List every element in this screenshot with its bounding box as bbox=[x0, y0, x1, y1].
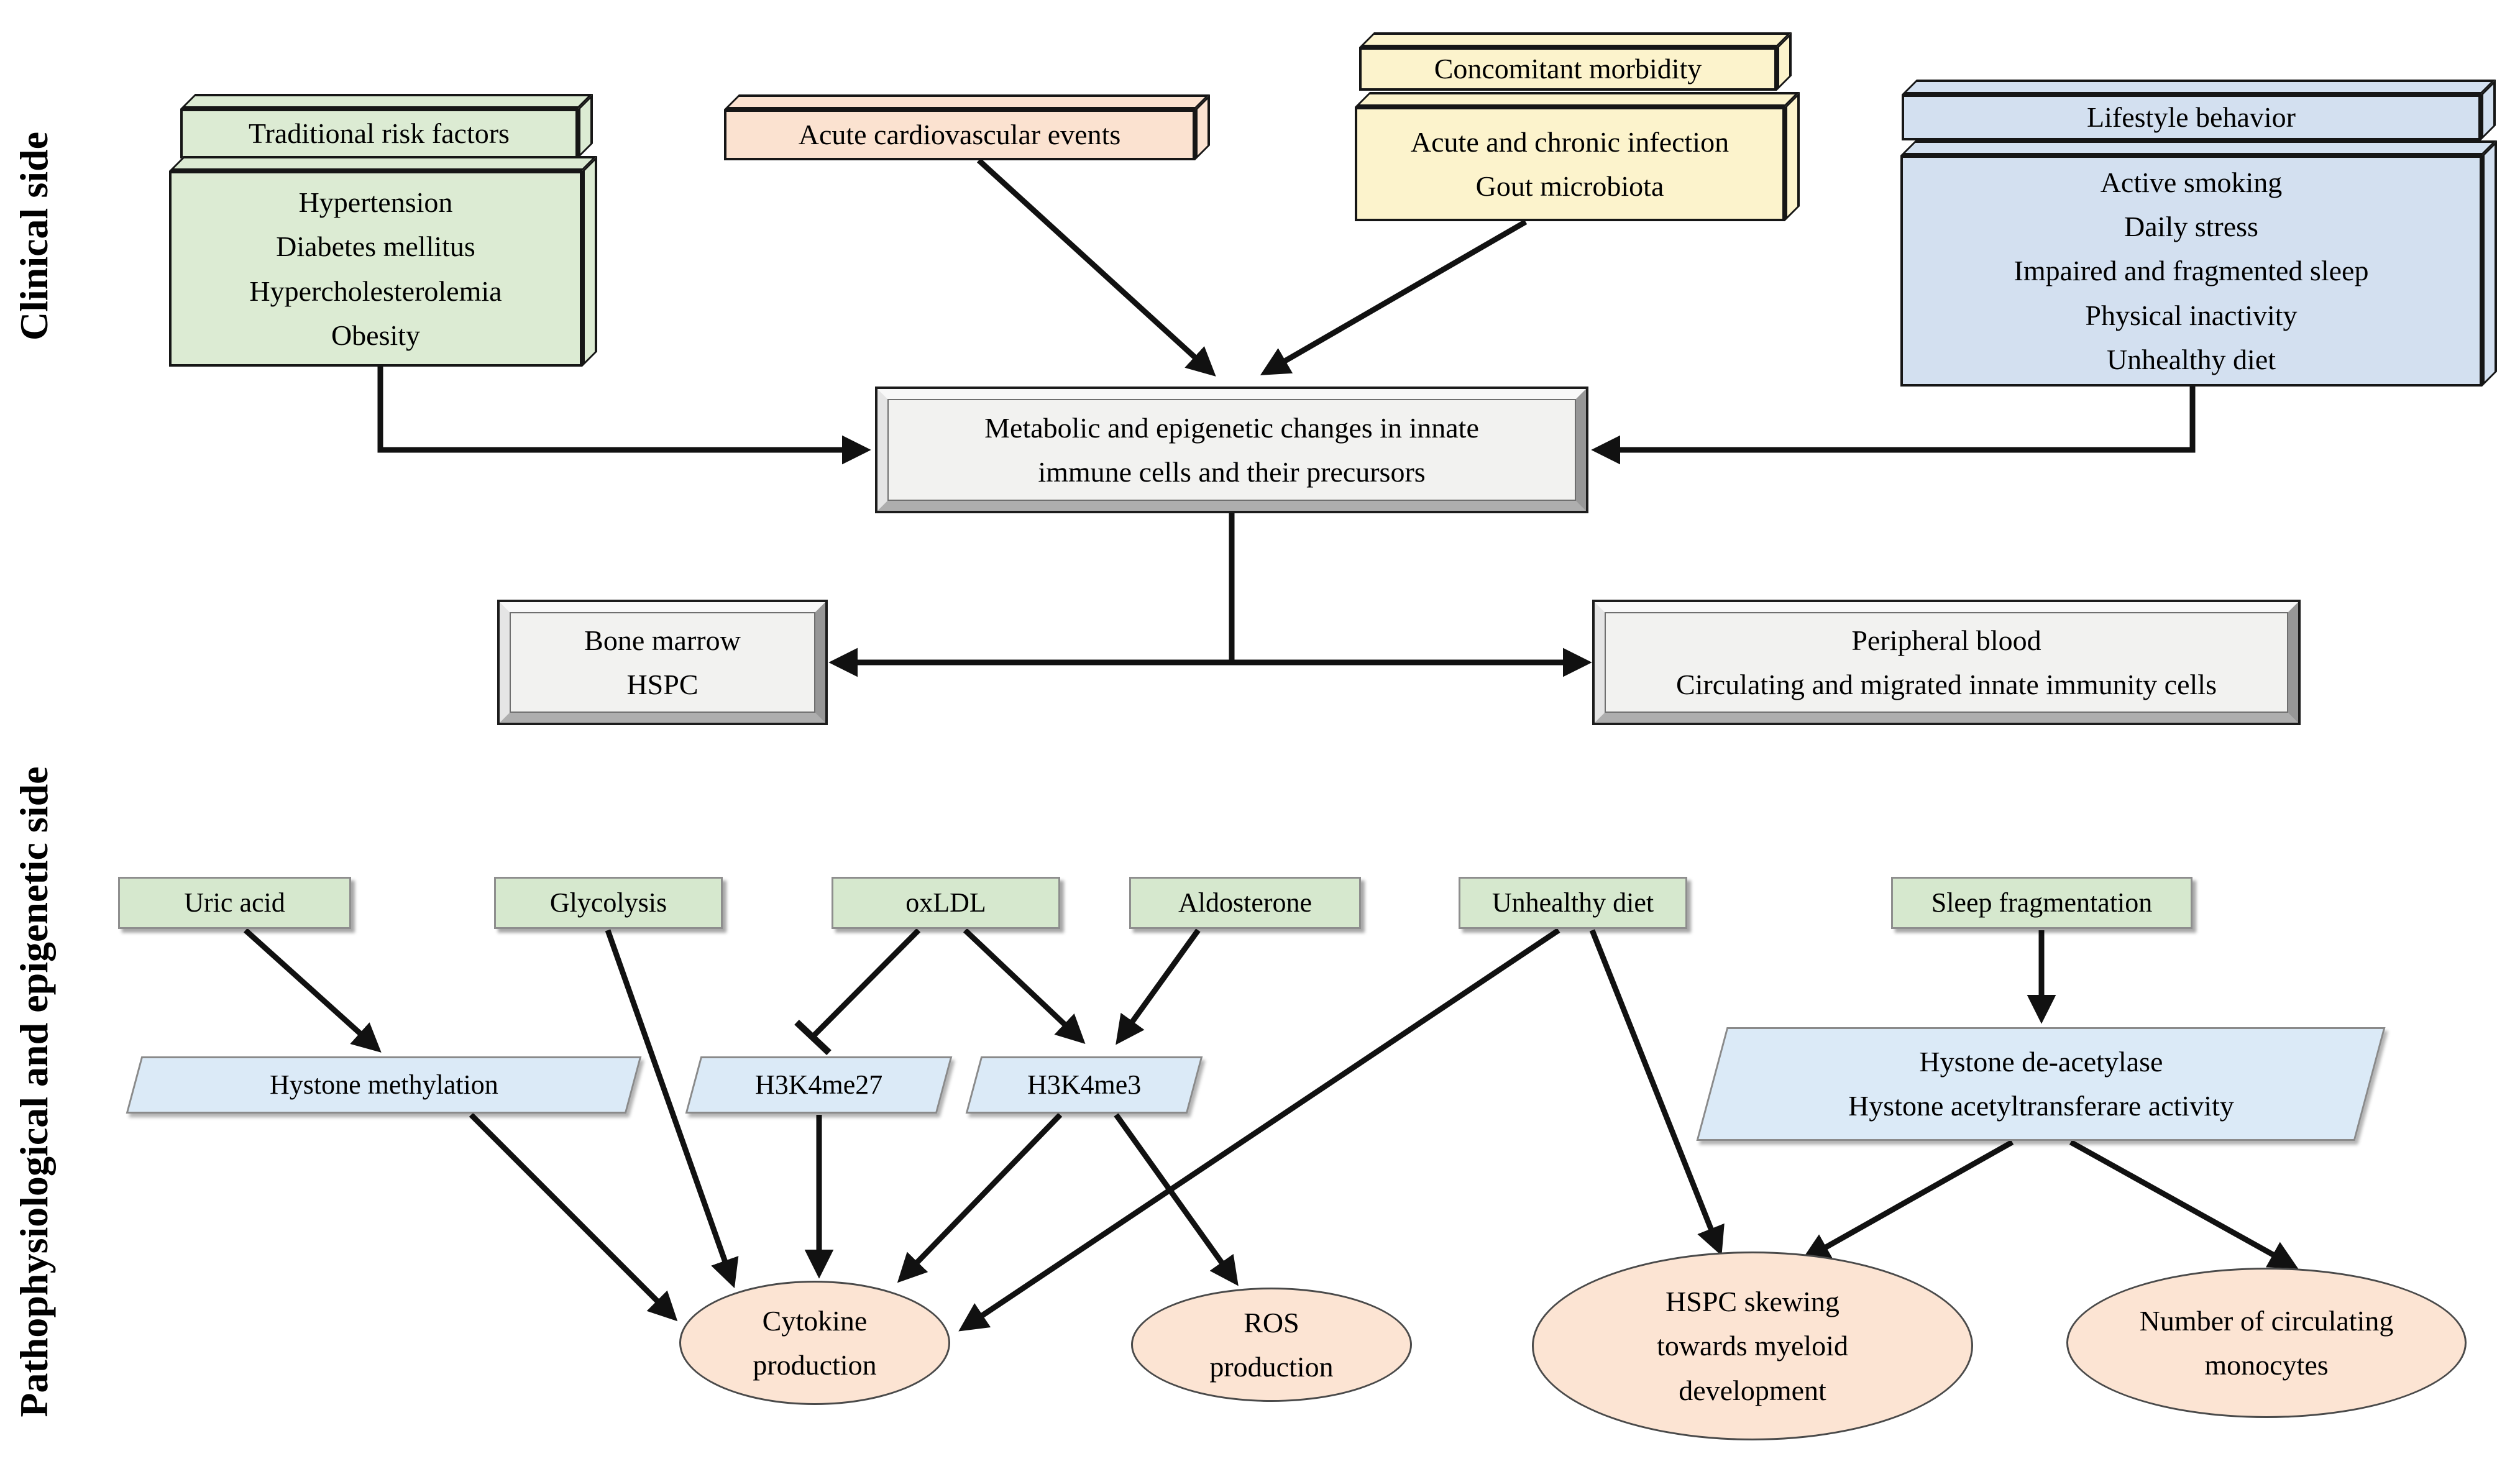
arrow-glycolysis-to-cytokine bbox=[605, 929, 739, 1289]
arrow-h3k4me3-to-ros bbox=[1114, 1113, 1239, 1286]
arrow-unhealthy-diet-to-hspc bbox=[1589, 929, 1725, 1256]
bone-marrow-hspc-label: Bone marrow HSPC bbox=[584, 624, 741, 700]
bevel-frame bbox=[1595, 602, 2298, 723]
sleep-fragmentation-box: Sleep fragmentation bbox=[1891, 877, 2192, 929]
arrow-lifestyle-to-metabolic bbox=[1591, 387, 2196, 465]
traditional-risk-factors-box: Traditional risk factors bbox=[180, 109, 578, 158]
hystone-methylation-box: Hystone methylation bbox=[126, 1056, 642, 1114]
arrow-uric-acid-to-hystone-methylation bbox=[243, 928, 382, 1053]
bevel-frame bbox=[877, 389, 1586, 511]
unhealthy-diet-label: Unhealthy diet bbox=[1491, 887, 1654, 918]
glycolysis-label: Glycolysis bbox=[549, 887, 667, 918]
hspc-skewing-ellipse: HSPC skewing towards myeloid development bbox=[1532, 1252, 1973, 1440]
bevel-frame bbox=[500, 602, 825, 723]
metabolic-epigenetic-changes-label: Metabolic and epigenetic changes in inna… bbox=[984, 411, 1479, 488]
infection-microbiota-box: Acute and chronic infection Gout microbi… bbox=[1355, 107, 1785, 221]
acute-cardiovascular-events-label: Acute cardiovascular events bbox=[798, 119, 1121, 151]
ros-production-ellipse: ROS production bbox=[1131, 1288, 1412, 1402]
traditional-risk-factors-list-box: Hypertension Diabetes mellitus Hyperchol… bbox=[169, 171, 582, 367]
arrow-oxldl-to-h3k4me3 bbox=[963, 928, 1086, 1045]
lifestyle-behavior-box: Lifestyle behavior bbox=[1902, 94, 2481, 140]
clinical-side-label: Clinical side bbox=[12, 131, 56, 341]
acute-cardiovascular-events-box: Acute cardiovascular events bbox=[724, 109, 1195, 160]
lifestyle-behavior-label: Lifestyle behavior bbox=[2087, 101, 2296, 134]
peripheral-blood-face: Peripheral blood Circulating and migrate… bbox=[1605, 612, 2288, 713]
hystone-methylation-label: Hystone methylation bbox=[269, 1069, 498, 1100]
peripheral-blood-box: Peripheral blood Circulating and migrate… bbox=[1592, 600, 2301, 725]
uric-acid-label: Uric acid bbox=[184, 887, 285, 918]
oxldl-box: oxLDL bbox=[832, 877, 1060, 929]
arrow-deacetylase-to-monocytes bbox=[2069, 1140, 2299, 1269]
concomitant-morbidity-box: Concomitant morbidity bbox=[1359, 47, 1777, 91]
ros-production-label: ROS production bbox=[1209, 1306, 1334, 1383]
arrow-risk-factors-to-metabolic bbox=[377, 367, 871, 465]
hspc-skewing-label: HSPC skewing towards myeloid development bbox=[1657, 1286, 1848, 1406]
h3k4me27-label: H3K4me27 bbox=[754, 1069, 883, 1100]
metabolic-epigenetic-changes-face: Metabolic and epigenetic changes in inna… bbox=[887, 399, 1576, 501]
arrow-acute-events-to-metabolic bbox=[976, 158, 1216, 377]
hystone-deacetylase-box: Hystone de-acetylase Hystone acetyltrans… bbox=[1696, 1027, 2386, 1141]
h3k4me3-box: H3K4me3 bbox=[965, 1056, 1203, 1114]
metabolic-epigenetic-changes-box: Metabolic and epigenetic changes in inna… bbox=[875, 387, 1588, 513]
aldosterone-label: Aldosterone bbox=[1178, 887, 1313, 918]
bone-marrow-hspc-box: Bone marrow HSPC bbox=[497, 600, 828, 725]
arrow-hystone-methylation-to-cytokine bbox=[469, 1112, 678, 1322]
oxldl-label: oxLDL bbox=[905, 887, 986, 918]
concomitant-morbidity-label: Concomitant morbidity bbox=[1434, 53, 1702, 85]
inhibit-oxldl-to-h3k4me27 bbox=[810, 928, 921, 1039]
arrow-h3k4me3-to-cytokine bbox=[897, 1112, 1063, 1283]
hystone-deacetylase-label: Hystone de-acetylase Hystone acetyltrans… bbox=[1848, 1046, 2234, 1122]
h3k4me3-label: H3K4me3 bbox=[1027, 1069, 1142, 1100]
cytokine-production-label: Cytokine production bbox=[753, 1304, 877, 1381]
traditional-risk-factors-label: Traditional risk factors bbox=[249, 117, 510, 150]
sleep-fragmentation-label: Sleep fragmentation bbox=[1931, 887, 2153, 918]
aldosterone-box: Aldosterone bbox=[1129, 877, 1361, 929]
arrow-unhealthy-diet-to-cytokine bbox=[958, 928, 1560, 1332]
arrow-deacetylase-to-hspc bbox=[1800, 1140, 2014, 1261]
circulating-monocytes-ellipse: Number of circulating monocytes bbox=[2066, 1268, 2467, 1418]
inhibit-bar-h3k4me27 bbox=[794, 1019, 832, 1056]
arrow-infection-to-metabolic bbox=[1260, 219, 1528, 375]
cytokine-production-ellipse: Cytokine production bbox=[679, 1281, 950, 1405]
arrow-aldosterone-to-h3k4me3 bbox=[1116, 928, 1201, 1045]
glycolysis-box: Glycolysis bbox=[494, 877, 723, 929]
circulating-monocytes-label: Number of circulating monocytes bbox=[2139, 1304, 2394, 1381]
uric-acid-box: Uric acid bbox=[118, 877, 351, 929]
bone-marrow-hspc-face: Bone marrow HSPC bbox=[510, 612, 815, 713]
unhealthy-diet-box: Unhealthy diet bbox=[1459, 877, 1687, 929]
infection-microbiota-items: Acute and chronic infection Gout microbi… bbox=[1410, 126, 1730, 202]
h3k4me27-box: H3K4me27 bbox=[685, 1056, 953, 1114]
peripheral-blood-label: Peripheral blood Circulating and migrate… bbox=[1676, 624, 2217, 700]
lifestyle-behavior-items: Active smoking Daily stress Impaired and… bbox=[2014, 166, 2369, 375]
traditional-risk-factors-items: Hypertension Diabetes mellitus Hyperchol… bbox=[249, 186, 502, 351]
lifestyle-behavior-list-box: Active smoking Daily stress Impaired and… bbox=[1900, 155, 2482, 387]
pathophysiological-side-label: Pathophysiological and epigenetic side bbox=[12, 766, 56, 1417]
